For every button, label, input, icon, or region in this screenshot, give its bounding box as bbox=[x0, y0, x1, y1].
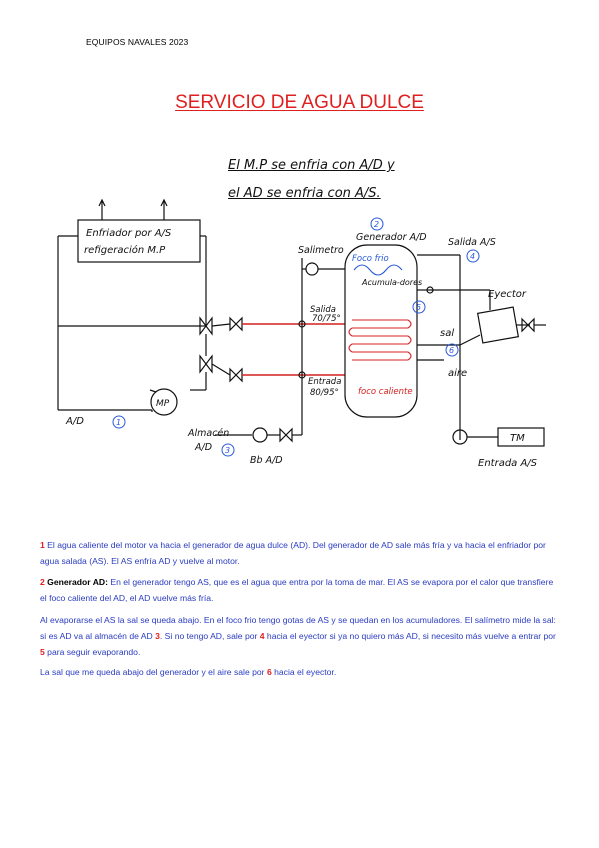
paragraph-2: 2 Generador AD: En el generador tengo AS… bbox=[40, 574, 562, 606]
diagram-note-line1: El M.P se enfria con A/D y bbox=[228, 158, 395, 173]
generator-label: Generador A/D bbox=[356, 232, 427, 243]
eyector-box bbox=[476, 306, 520, 344]
cooler-label-line2: refigeración M.P bbox=[84, 244, 166, 256]
num5-label: 5 bbox=[416, 303, 421, 312]
step-number-4: 4 bbox=[259, 631, 265, 641]
almacen-label: Almacén bbox=[187, 428, 229, 439]
page-header: EQUIPOS NAVALES 2023 bbox=[86, 37, 189, 47]
paragraph-3-text-a: Al evaporarse el AS la sal se queda abaj… bbox=[40, 615, 556, 641]
paragraph-1-text: El agua caliente del motor va hacia el g… bbox=[40, 540, 546, 566]
water-service-diagram: Enfriador por A/S refigeración M.P Salim… bbox=[57, 198, 546, 469]
entrada-as-label: Entrada A/S bbox=[478, 458, 538, 469]
salida-as-label: Salida A/S bbox=[448, 237, 496, 248]
salida-temp-label: Salida bbox=[310, 305, 336, 315]
foco-frio-label: Foco frio bbox=[352, 254, 389, 264]
num2-label: 2 bbox=[374, 220, 379, 229]
paragraph-3-text-c: hacia el eyector si ya no quiero más AD,… bbox=[264, 631, 556, 641]
paragraph-3-text-d: para seguir evaporando. bbox=[44, 647, 141, 657]
valve-upper bbox=[199, 316, 213, 336]
ad-left-label: A/D bbox=[65, 416, 84, 427]
aire-label: aire bbox=[448, 368, 467, 379]
salimetro bbox=[305, 262, 319, 276]
mp-label: MP bbox=[156, 399, 170, 409]
page-title: SERVICIO DE AGUA DULCE bbox=[175, 92, 424, 113]
step-number-5: 5 bbox=[40, 647, 45, 657]
num1-label: 1 bbox=[116, 418, 121, 427]
paragraph-3: Al evaporarse el AS la sal se queda abaj… bbox=[40, 612, 562, 660]
diagram-note-line2: el AD se enfria con A/S. bbox=[228, 186, 381, 201]
salida-temp-value: 70/75° bbox=[312, 314, 341, 324]
paragraph-1: 1 El agua caliente del motor va hacia el… bbox=[40, 537, 562, 569]
entrada-temp-value: 80/95° bbox=[310, 388, 339, 398]
step-number-3: 3 bbox=[155, 631, 160, 641]
num6-label: 6 bbox=[449, 346, 454, 355]
entrada-temp-label: Entrada bbox=[308, 377, 341, 387]
generator-vessel bbox=[344, 244, 418, 418]
tm-box bbox=[497, 427, 545, 447]
almacen-pump bbox=[252, 427, 268, 443]
cooler-label-line1: Enfriador por A/S bbox=[86, 228, 172, 239]
step-number-1: 1 bbox=[40, 540, 45, 550]
tm-label: TM bbox=[510, 433, 525, 444]
valve-lower bbox=[199, 354, 213, 374]
paragraph-4-text-a: La sal que me queda abajo del generador … bbox=[40, 667, 267, 677]
paragraph-2-label: Generador AD: bbox=[44, 577, 108, 587]
step-number-6: 6 bbox=[266, 667, 272, 677]
paragraph-3-text-b: . Si no tengo AD, sale por bbox=[159, 631, 260, 641]
paragraph-2-text: En el generador tengo AS, que es el agua… bbox=[40, 577, 554, 603]
paragraph-4: La sal que me queda abajo del generador … bbox=[40, 664, 562, 680]
cooler-box bbox=[77, 219, 201, 263]
almacen-ad-label: A/D bbox=[194, 442, 212, 453]
step-number-2: 2 bbox=[40, 577, 45, 587]
mp-pump bbox=[150, 388, 178, 416]
sal-label: sal bbox=[440, 328, 454, 339]
foco-caliente-label: foco caliente bbox=[358, 387, 413, 397]
num3-label: 3 bbox=[225, 446, 230, 455]
paragraph-4-text-b: hacia el eyector. bbox=[271, 667, 337, 677]
num4-label: 4 bbox=[470, 252, 475, 261]
acumuladores-label: Acumula-dores bbox=[361, 278, 422, 287]
salimetro-label: Salimetro bbox=[298, 245, 344, 256]
bb-ad-label: Bb A/D bbox=[250, 455, 283, 466]
eyector-label: Eyector bbox=[488, 289, 527, 300]
